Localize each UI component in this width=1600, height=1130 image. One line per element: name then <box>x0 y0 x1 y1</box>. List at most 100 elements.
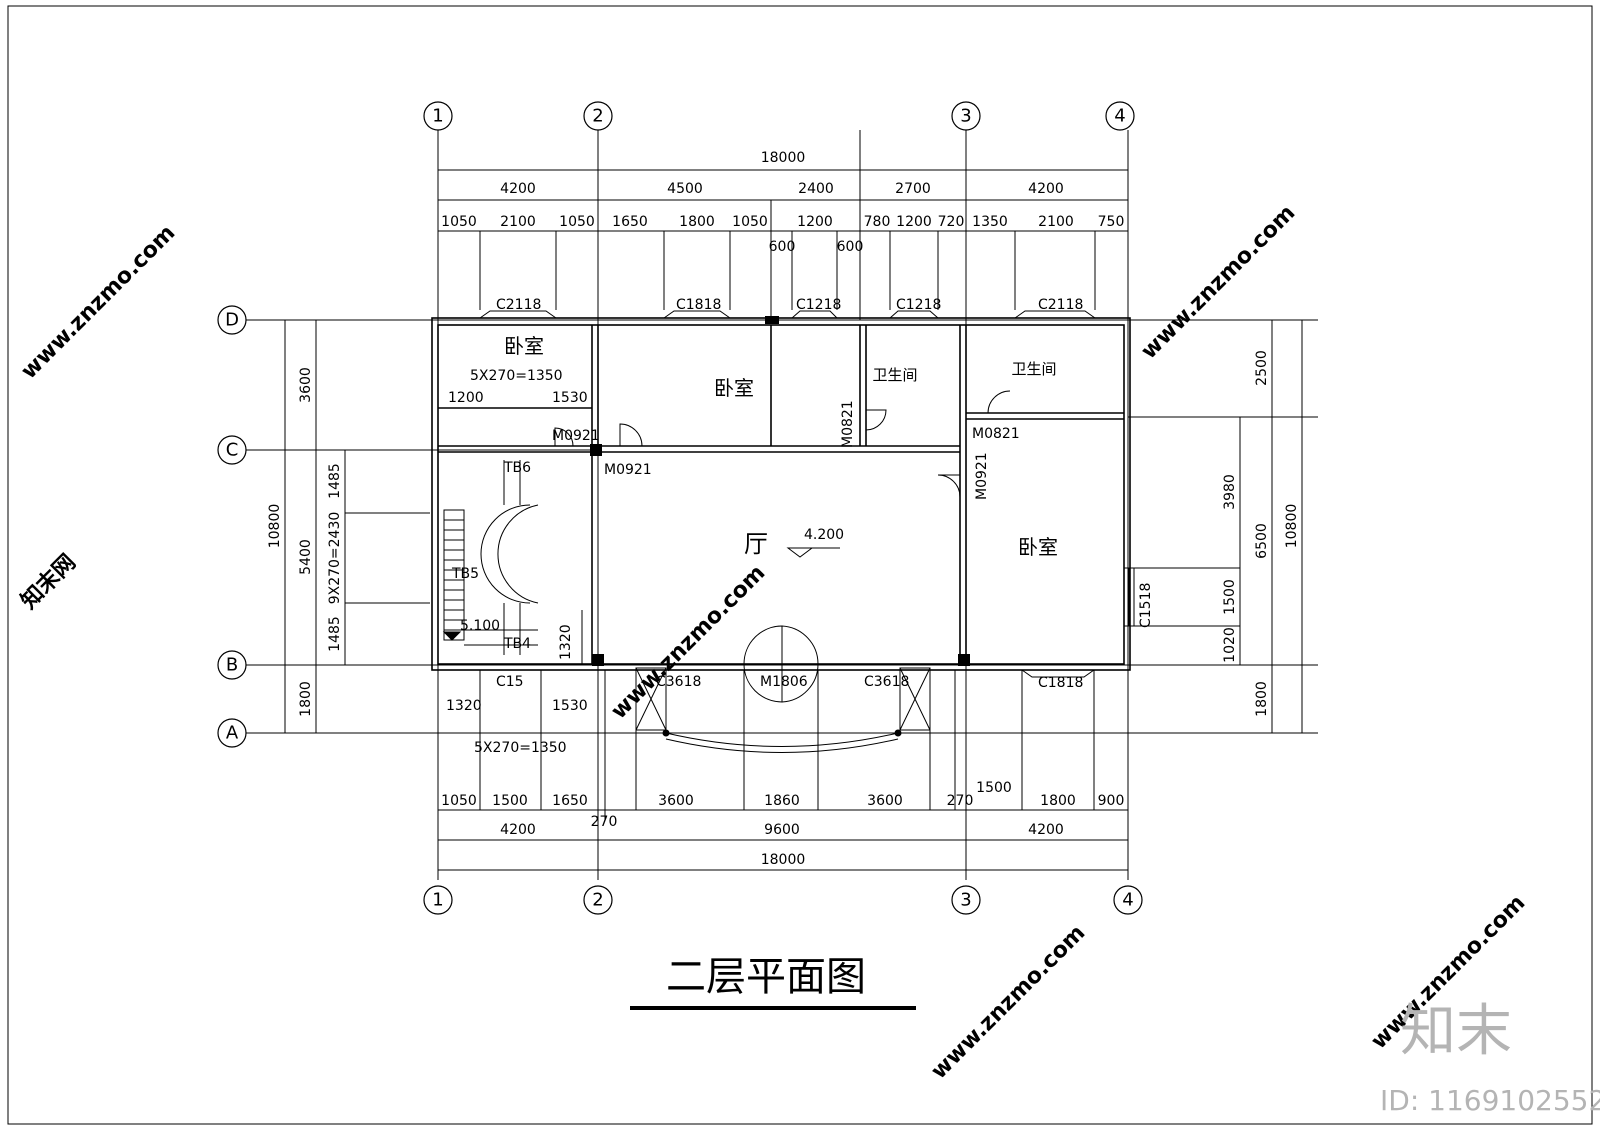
axis-bubble-2-bottom: 2 <box>583 885 613 915</box>
dim-bottom-detail: 1800 <box>1040 793 1076 809</box>
room-bathroom-1: 卫生间 <box>872 366 917 384</box>
dim-top-detail: 2100 <box>1038 214 1074 230</box>
dim-bottom-detail: 1500 <box>492 793 528 809</box>
window-label: C1218 <box>796 297 841 313</box>
dim-top-detail: 1200 <box>797 214 833 230</box>
svg-text:D: D <box>225 310 239 331</box>
dim-top-detail: 1800 <box>679 214 715 230</box>
axis-bubble-B: B <box>217 650 247 680</box>
room-bedroom-nw: 卧室 <box>504 334 544 358</box>
watermark-id: ID: 1169102552 <box>1380 1084 1600 1117</box>
watermark-text: www.znzmo.com <box>17 220 181 384</box>
dim-top-detail: 1200 <box>896 214 932 230</box>
svg-text:4: 4 <box>1122 890 1133 911</box>
stair-tb4: TB4 <box>503 636 531 652</box>
window-label: C15 <box>496 674 524 690</box>
axis-bubble-1-bottom: 1 <box>423 885 453 915</box>
window-label: C2118 <box>496 297 541 313</box>
axis-bubble-3-bottom: 3 <box>951 885 981 915</box>
doors <box>554 390 1011 703</box>
watermark-logo: 知末 <box>1400 999 1512 1064</box>
axis-bubble-C: C <box>217 435 247 465</box>
dim-bottom-detail: 900 <box>1098 793 1125 809</box>
window-label: C1218 <box>896 297 941 313</box>
dim-top-detail: 750 <box>1098 214 1125 230</box>
door-label: M1806 <box>760 674 808 690</box>
dim-top-detail: 1350 <box>972 214 1008 230</box>
dim-top-small: 600 <box>837 239 864 255</box>
dim-top-detail: 1050 <box>559 214 595 230</box>
door-label: M0821 <box>840 400 856 448</box>
dim-top-detail: 1050 <box>732 214 768 230</box>
dim-left-stair: 1485 <box>327 616 343 652</box>
dim-right-mid: 2500 <box>1254 350 1270 386</box>
elevation-hall: 4.200 <box>804 527 844 543</box>
dim-bottom-detail: 1050 <box>441 793 477 809</box>
drawing-border <box>7 5 1593 1125</box>
axis-lines <box>246 130 1318 880</box>
annotations: 4.200 5.100 5X270=1350 1200 1530 1320 15… <box>446 297 1154 756</box>
dim-top-mid: 2400 <box>798 181 834 197</box>
dim-top-mid: 4500 <box>667 181 703 197</box>
door-label: M0921 <box>604 462 652 478</box>
stair-bottom-dim-a: 1320 <box>446 698 482 714</box>
window-label: C3618 <box>864 674 909 690</box>
axis-bubble-4-bottom: 4 <box>1113 885 1143 915</box>
svg-text:B: B <box>226 655 238 676</box>
dim-bottom-mid: 4200 <box>1028 822 1064 838</box>
axis-bubble-D: D <box>217 305 247 335</box>
elevation-marker-hall <box>786 547 840 558</box>
dim-bottom-total: 18000 <box>761 852 806 868</box>
bottom-dimensions: 1050 1500 1650 3600 1860 3600 270 1500 1… <box>438 670 1128 871</box>
dim-left-stair: 9X270=2430 <box>327 512 343 605</box>
svg-text:C: C <box>226 440 239 461</box>
window-label: C1518 <box>1138 583 1154 628</box>
stair-dim-1320: 1320 <box>558 624 574 660</box>
room-bedroom-e: 卧室 <box>1018 535 1058 559</box>
door-label: M0921 <box>974 452 990 500</box>
svg-text:3: 3 <box>960 106 971 127</box>
drawing-title: 二层平面图 <box>666 954 866 1000</box>
svg-text:3: 3 <box>960 890 971 911</box>
door-label: M0821 <box>972 426 1020 442</box>
svg-text:A: A <box>226 723 239 744</box>
dim-left-stair: 1485 <box>327 463 343 499</box>
axis-bubble-3-top: 3 <box>951 101 981 131</box>
watermark-brand: 知末网 <box>16 549 81 614</box>
elevation-stair: 5.100 <box>460 618 500 634</box>
dim-bottom-detail: 270 <box>947 793 974 809</box>
top-dimensions: 18000 4200 4500 2400 2700 4200 1050 2100… <box>438 130 1128 320</box>
balcony <box>635 667 931 753</box>
right-dimensions: 10800 2500 6500 1800 3980 1500 1020 <box>1133 320 1303 733</box>
window-east <box>1123 567 1135 627</box>
dim-top-small: 600 <box>769 239 796 255</box>
window-label: C1818 <box>676 297 721 313</box>
watermark-text: www.znzmo.com <box>1137 200 1301 364</box>
svg-text:4: 4 <box>1114 106 1125 127</box>
dim-top-mid: 4200 <box>1028 181 1064 197</box>
dim-bottom-detail: 1860 <box>764 793 800 809</box>
dim-right-total: 10800 <box>1284 504 1300 549</box>
dim-top-mid: 2700 <box>895 181 931 197</box>
dim-bottom-mid: 4200 <box>500 822 536 838</box>
stair-bottom-dim: 5X270=1350 <box>474 740 567 756</box>
stair-top-dim: 5X270=1350 <box>470 368 563 384</box>
left-dimensions: 10800 3600 5400 1800 1485 9X270=2430 148… <box>267 320 430 733</box>
dim-left-total: 10800 <box>267 504 283 549</box>
dim-right-detail: 1500 <box>1222 579 1238 615</box>
stair-tb6: TB6 <box>503 460 531 476</box>
dim-right-detail: 1020 <box>1222 627 1238 663</box>
dim-top-detail: 1650 <box>612 214 648 230</box>
svg-text:2: 2 <box>592 890 603 911</box>
watermark-text: www.znzmo.com <box>607 560 771 724</box>
dim-top-detail: 1050 <box>441 214 477 230</box>
dim-top-detail: 720 <box>938 214 965 230</box>
dim-left-mid: 1800 <box>298 681 314 717</box>
dim-right-mid: 1800 <box>1254 681 1270 717</box>
window-label: C2118 <box>1038 297 1083 313</box>
dim-top-detail: 780 <box>864 214 891 230</box>
stair-bottom-dim-b: 1530 <box>552 698 588 714</box>
title-underline <box>630 1006 916 1010</box>
dim-bottom-detail: 1500 <box>976 780 1012 796</box>
